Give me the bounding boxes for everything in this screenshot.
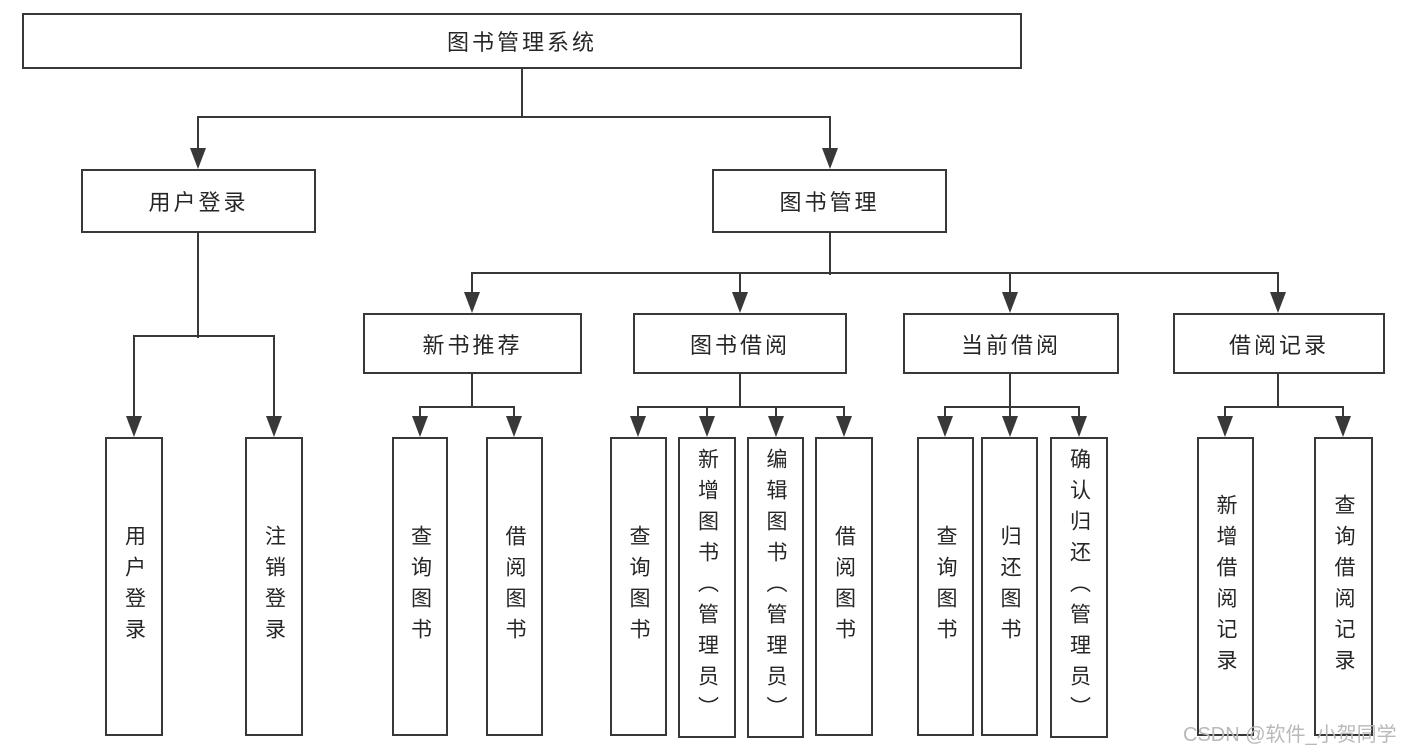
connector-hline — [471, 272, 1279, 274]
node-root: 图书管理系统 — [22, 13, 1022, 69]
connector-vline — [133, 336, 135, 420]
connector-vline — [843, 407, 845, 420]
connector-hline — [133, 335, 275, 337]
node-borrow-record: 借阅记录 — [1173, 313, 1385, 374]
node-br-query: 查询借阅记录 — [1314, 437, 1373, 736]
connector-vline — [1224, 407, 1226, 420]
connector-vline — [775, 407, 777, 420]
connector-vline — [521, 69, 523, 118]
arrowhead-icon — [768, 416, 784, 437]
node-user-login: 用户登录 — [81, 169, 316, 233]
arrowhead-icon — [699, 416, 715, 437]
arrowhead-icon — [836, 416, 852, 437]
connector-vline — [1277, 373, 1279, 408]
connector-vline — [513, 407, 515, 420]
node-br-query-label: 查询借阅记录 — [1332, 493, 1355, 680]
node-cb-return-label: 归还图书 — [998, 524, 1021, 649]
connector-vline — [706, 407, 708, 420]
node-leaf-logout-label: 注销登录 — [262, 524, 286, 649]
arrowhead-icon — [190, 148, 206, 169]
node-book-mgmt-label: 图书管理 — [779, 190, 880, 215]
arrowhead-icon — [506, 416, 522, 437]
node-cb-return: 归还图书 — [981, 437, 1038, 736]
connector-vline — [637, 407, 639, 420]
connector-vline — [197, 233, 199, 338]
node-borrow-record-label: 借阅记录 — [1228, 332, 1329, 358]
connector-hline — [197, 116, 831, 118]
connector-vline — [1009, 373, 1011, 420]
node-root-label: 图书管理系统 — [446, 30, 597, 55]
arrowhead-icon — [1071, 416, 1087, 437]
arrowhead-icon — [822, 148, 838, 169]
node-nbr-query: 查询图书 — [392, 437, 448, 736]
node-new-book-rec: 新书推荐 — [363, 313, 582, 374]
connector-vline — [197, 117, 199, 152]
connector-vline — [273, 336, 275, 420]
node-bb-query: 查询图书 — [610, 437, 667, 736]
node-nbr-query-label: 查询图书 — [408, 524, 432, 649]
node-leaf-user-login-label: 用户登录 — [122, 524, 146, 649]
arrowhead-icon — [630, 416, 646, 437]
node-book-borrow: 图书借阅 — [633, 313, 847, 374]
connector-hline — [419, 406, 515, 408]
arrowhead-icon — [1002, 416, 1018, 437]
node-bb-borrow-label: 借阅图书 — [832, 524, 856, 649]
connector-vline — [471, 373, 473, 408]
node-bb-edit: 编辑图书（管理员） — [747, 437, 804, 738]
node-current-borrow: 当前借阅 — [903, 313, 1119, 374]
node-cb-confirm: 确认归还（管理员） — [1050, 437, 1108, 738]
node-nbr-borrow: 借阅图书 — [486, 437, 543, 736]
arrowhead-icon — [732, 292, 748, 313]
connector-vline — [829, 117, 831, 152]
connector-vline — [1009, 273, 1011, 296]
connector-vline — [739, 373, 741, 408]
arrowhead-icon — [126, 416, 142, 437]
arrowhead-icon — [464, 292, 480, 313]
node-new-book-rec-label: 新书推荐 — [422, 332, 523, 358]
node-cb-confirm-label: 确认归还（管理员） — [1067, 448, 1091, 727]
node-leaf-logout: 注销登录 — [245, 437, 303, 736]
node-book-mgmt: 图书管理 — [712, 169, 947, 233]
arrowhead-icon — [937, 416, 953, 437]
node-bb-query-label: 查询图书 — [627, 524, 650, 649]
node-cb-query: 查询图书 — [917, 437, 974, 736]
node-nbr-borrow-label: 借阅图书 — [503, 524, 526, 649]
node-br-add: 新增借阅记录 — [1197, 437, 1254, 736]
arrowhead-icon — [266, 416, 282, 437]
arrowhead-icon — [1217, 416, 1233, 437]
node-br-add-label: 新增借阅记录 — [1214, 493, 1237, 680]
node-bb-add: 新增图书（管理员） — [678, 437, 736, 738]
connector-vline — [1342, 407, 1344, 420]
node-current-borrow-label: 当前借阅 — [960, 332, 1061, 358]
arrowhead-icon — [412, 416, 428, 437]
connector-vline — [829, 233, 831, 275]
node-user-login-label: 用户登录 — [148, 190, 249, 215]
node-leaf-user-login: 用户登录 — [105, 437, 163, 736]
connector-vline — [739, 273, 741, 296]
node-bb-edit-label: 编辑图书（管理员） — [764, 448, 787, 727]
connector-hline — [944, 406, 1080, 408]
arrowhead-icon — [1002, 292, 1018, 313]
node-bb-borrow: 借阅图书 — [815, 437, 873, 736]
connector-vline — [471, 273, 473, 296]
connector-vline — [944, 407, 946, 420]
node-bb-add-label: 新增图书（管理员） — [695, 448, 719, 727]
connector-hline — [637, 406, 845, 408]
arrowhead-icon — [1270, 292, 1286, 313]
connector-vline — [419, 407, 421, 420]
arrowhead-icon — [1335, 416, 1351, 437]
node-book-borrow-label: 图书借阅 — [689, 332, 790, 358]
watermark: CSDN @软件_小贺同学 — [1183, 724, 1397, 746]
connector-vline — [1078, 407, 1080, 420]
connector-hline — [1224, 406, 1344, 408]
connector-vline — [1277, 273, 1279, 296]
node-cb-query-label: 查询图书 — [934, 524, 957, 649]
